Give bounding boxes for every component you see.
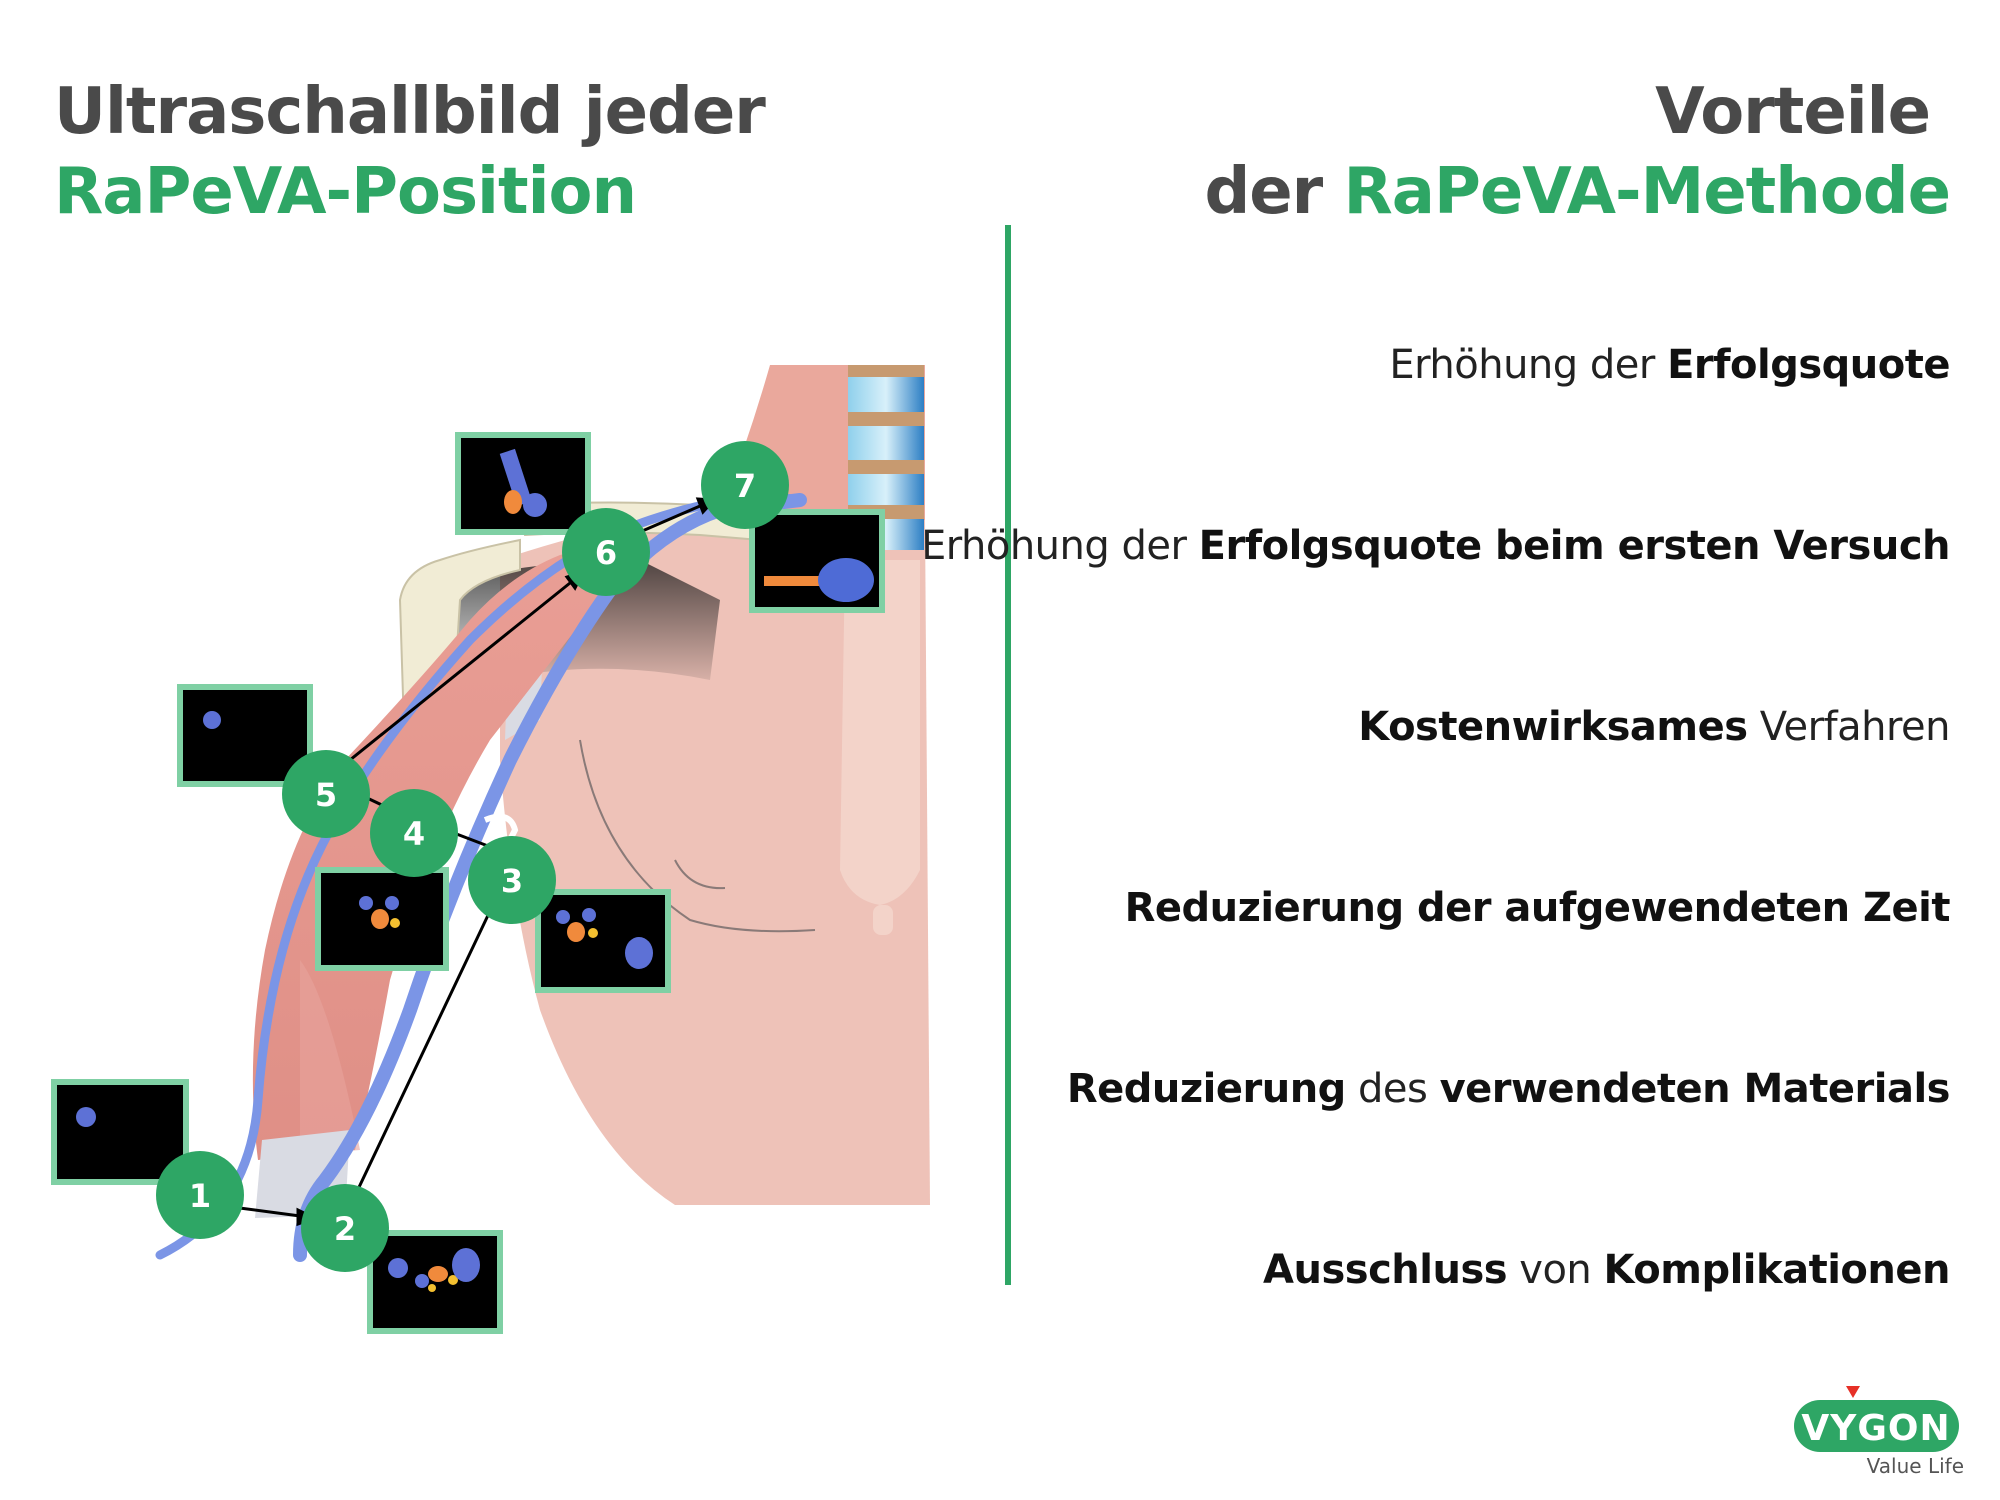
left-heading: Ultraschallbild jeder RaPeVA-Position: [54, 72, 766, 232]
position-marker-1: 1: [156, 1151, 244, 1239]
sternum: [840, 560, 920, 905]
marker-number: 2: [334, 1210, 356, 1248]
ultrasound-image-3: [535, 889, 671, 993]
benefit-text: von: [1507, 1247, 1604, 1293]
logo-brand: VYGON: [1801, 1408, 1950, 1449]
xiphoid: [873, 905, 893, 935]
ultrasound-image-4: [315, 867, 449, 971]
benefit-item-2: Erhöhung der Erfolgsquote beim ersten Ve…: [920, 511, 1951, 692]
marker-number: 3: [501, 862, 523, 900]
ultrasound-image-6: [455, 432, 591, 535]
marker-number: 7: [734, 467, 756, 505]
benefit-item-4: Reduzierung der aufgewendeten Zeit: [921, 873, 1951, 1054]
vertical-divider: [1005, 225, 1011, 1285]
benefit-item-3: Kostenwirksames Verfahren: [921, 692, 1950, 873]
nipple-line: [674, 859, 726, 890]
right-heading-highlight: RaPeVA-Methode: [1343, 155, 1951, 229]
ultrasound-image-7: [749, 509, 885, 613]
benefit-text: Erhöhung der: [1389, 342, 1668, 388]
position-markers: 1 2 3 4 5 6 7: [156, 441, 789, 1272]
ultrasound-image-2: [367, 1230, 503, 1334]
benefit-text: Erfolgsquote: [1667, 342, 1950, 388]
benefit-text: Erfolgsquote beim ersten Versuch: [1198, 523, 1951, 569]
position-marker-7: 7: [701, 441, 789, 529]
benefit-text: des: [1345, 1066, 1440, 1112]
vygon-logo: VYGON Value Life: [1794, 1386, 1964, 1478]
pectoral-line: [579, 739, 816, 933]
chest-skin: [500, 515, 930, 1205]
left-heading-line1: Ultraschallbild jeder: [54, 75, 766, 149]
right-heading-prefix: der: [1204, 155, 1344, 229]
left-heading-line2: RaPeVA-Position: [54, 155, 637, 229]
benefit-text: Ausschluss: [1263, 1247, 1508, 1293]
right-heading: Vorteile der RaPeVA-Methode: [1204, 72, 1951, 232]
arm-muscle: [252, 551, 630, 1160]
benefit-text: Reduzierung der aufgewendeten Zeit: [1124, 885, 1951, 931]
position-marker-2: 2: [301, 1184, 389, 1272]
right-heading-line2: der RaPeVA-Methode: [1204, 152, 1951, 232]
benefit-text: Kostenwirksames: [1358, 704, 1748, 750]
benefit-item-6: Ausschluss von Komplikationen: [921, 1235, 1950, 1416]
basilic-vein: [155, 493, 805, 1260]
benefit-text: Komplikationen: [1603, 1247, 1951, 1293]
position-marker-4: 4: [370, 789, 458, 877]
position-marker-6: 6: [562, 508, 650, 596]
position-marker-3: 3: [468, 836, 556, 924]
benefit-text: verwendeten Materials: [1439, 1066, 1951, 1112]
benefit-text: Erhöhung der: [920, 523, 1199, 569]
position-marker-5: 5: [282, 750, 370, 838]
benefit-text: Verfahren: [1747, 704, 1951, 750]
marker-number: 5: [315, 776, 337, 814]
ultrasound-image-5: [177, 684, 313, 787]
ultrasound-image-1: [51, 1079, 189, 1185]
right-heading-line1: Vorteile: [1655, 75, 1931, 149]
benefit-text: Reduzierung: [1066, 1066, 1346, 1112]
benefit-item-5: Reduzierung des verwendeten Materials: [921, 1054, 1951, 1235]
benefit-item-1: Erhöhung der Erfolgsquote: [921, 330, 1950, 511]
marker-number: 1: [189, 1177, 211, 1215]
marker-number: 6: [595, 534, 617, 572]
logo-tagline: Value Life: [1867, 1454, 1964, 1478]
marker-number: 4: [403, 815, 425, 853]
